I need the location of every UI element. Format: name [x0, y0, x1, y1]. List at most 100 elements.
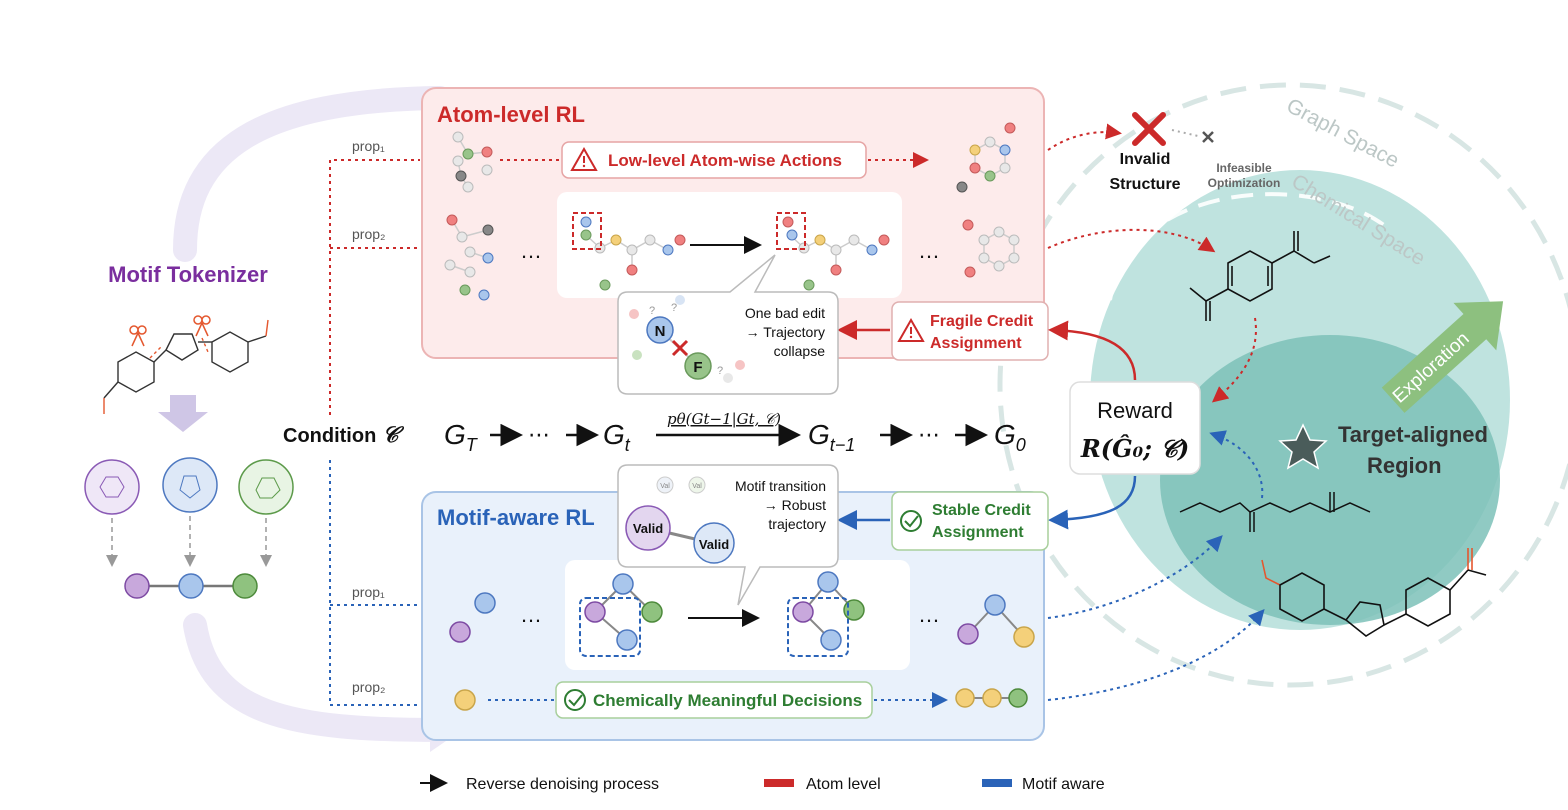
graph-space-label: Graph Space: [1283, 94, 1403, 172]
target-region-line2: Region: [1367, 453, 1442, 478]
chemical-to-reward-arrow: [1211, 317, 1257, 403]
reward-formula: R(Ĝ₀; 𝒞): [1080, 434, 1189, 463]
fragile-credit-box: [891, 301, 1049, 361]
svg-text:F: F: [693, 359, 702, 376]
valid-motif-node: [693, 522, 735, 564]
low-level-actions-label: Low-level Atom-wise Actions: [608, 151, 842, 170]
bubble-text-line2: → Robust: [764, 497, 826, 513]
motif-graph-after: [787, 571, 865, 657]
target-to-reward-arrow: [1209, 430, 1264, 499]
invalid-cross-icon: [1132, 112, 1166, 146]
target-aligned-region: [1160, 335, 1500, 625]
warning-icon: [570, 146, 598, 171]
denoising-process: GT Gt Gt−1 G0: [444, 419, 1026, 455]
atom-prop2-label: prop₂: [352, 226, 385, 242]
ellipsis: …: [520, 602, 542, 627]
reward-to-stable-arrow: [1048, 475, 1137, 530]
bubble-text-line3: trajectory: [768, 516, 826, 532]
atom-graph-after-edit: [776, 212, 890, 291]
motif-graph-before: [579, 573, 663, 657]
motif-prop1-label: prop₁: [352, 584, 385, 600]
tokenizer-input-molecule: [103, 319, 269, 414]
atom-graph-row1-end: [956, 122, 1016, 193]
stable-credit-box: [891, 491, 1049, 551]
low-level-actions-box: [561, 141, 867, 179]
tokenizer-flow-arrow-bottom: [183, 613, 452, 742]
g-zero: G0: [994, 419, 1026, 455]
atom-explanation-bubble: N F ? ? ? One bad edit → Trajectory coll…: [617, 254, 839, 395]
target-region-line1: Target-aligned: [1338, 422, 1488, 447]
atom-f-node: [684, 352, 712, 380]
svg-text:N: N: [655, 323, 666, 340]
tokenizer-flow-arrow-top: [173, 86, 452, 262]
motif-node-start: [454, 689, 476, 711]
reward-box: [1069, 381, 1201, 475]
bubble-text-line2: → Trajectory: [746, 324, 825, 340]
tokenizer-title: Motif Tokenizer: [108, 262, 268, 287]
valid-motif-node: [625, 505, 671, 551]
to-invalid-arrow: [1047, 123, 1122, 151]
meaningful-decisions-label: Chemically Meaningful Decisions: [593, 691, 862, 710]
transition-probability: pθ(Gt−1|Gt, 𝒞): [667, 410, 781, 428]
tokenizer-down-arrow: [158, 395, 208, 432]
denoising-dots-left: ⋯: [528, 422, 550, 447]
atom-graph-before-edit: [572, 212, 686, 291]
molecule-structure-bottom: [1261, 548, 1487, 637]
motif-to-target-arrow-1: [1047, 535, 1223, 619]
fragile-credit-line1: Fragile Credit: [930, 313, 1034, 330]
motif-rl-title: Motif-aware RL: [437, 505, 595, 530]
g-t-final: GT: [444, 419, 479, 455]
stable-credit-line2: Assignment: [932, 524, 1024, 541]
ellipsis: …: [918, 238, 940, 263]
svg-text:Val: Val: [692, 483, 702, 490]
invalid-structure-line2: Structure: [1109, 176, 1180, 193]
atom-n-node: [646, 316, 674, 344]
svg-text:Valid: Valid: [633, 521, 663, 536]
motif-prop2-label: prop₂: [352, 679, 385, 695]
target-star-icon: [1278, 423, 1328, 470]
meaningful-decisions-box: [555, 681, 873, 719]
scissors-icon: [129, 315, 211, 347]
svg-text:Val: Val: [660, 483, 670, 490]
motif-prop-lines: [329, 460, 420, 706]
fragile-credit-line2: Assignment: [930, 335, 1022, 352]
svg-text:?: ?: [717, 365, 723, 377]
bubble-text-line3: collapse: [774, 343, 826, 359]
legend-reverse-label: Reverse denoising process: [466, 776, 659, 793]
ellipsis: …: [520, 238, 542, 263]
legend-motif-label: Motif aware: [1022, 776, 1105, 793]
check-circle-icon: [900, 510, 922, 532]
ellipsis: …: [918, 602, 940, 627]
motif-aware-rl-panel: Motif-aware RL … …: [421, 491, 1049, 741]
motif-graph: [124, 573, 258, 599]
bubble-text-line1: Motif transition: [735, 478, 826, 494]
atom-rl-title: Atom-level RL: [437, 102, 585, 127]
g-t-minus-1: Gt−1: [808, 419, 855, 455]
invalid-structure-line1: Invalid: [1120, 151, 1171, 168]
molecule-structure-top: [1189, 231, 1331, 321]
denoising-dots-right: ⋯: [918, 422, 940, 447]
legend-atom-swatch: [764, 779, 794, 787]
infeasible-line2: Optimization: [1208, 176, 1281, 190]
legend-atom-label: Atom level: [806, 776, 881, 793]
motif-explanation-bubble: Valid Valid Val Val Motif transition → R…: [617, 464, 839, 606]
legend: Reverse denoising process Atom level Mot…: [420, 774, 1105, 793]
reward-title: Reward: [1097, 398, 1173, 423]
atom-prop-lines: [329, 159, 420, 415]
infeasible-line1: Infeasible: [1216, 161, 1272, 175]
check-circle-icon: [564, 689, 586, 711]
molecule-structure-middle: [1179, 492, 1371, 532]
stable-credit-line1: Stable Credit: [932, 502, 1031, 519]
reward-to-fragile-arrow: [1048, 320, 1137, 381]
legend-motif-swatch: [982, 779, 1012, 787]
motif-chain-end: [955, 688, 1028, 708]
motif-graph-row1-start: [449, 592, 496, 643]
svg-text:Valid: Valid: [699, 537, 729, 552]
atom-graph-row1-start: [452, 131, 493, 193]
infeasible-cross-icon: [1202, 131, 1214, 143]
motif-to-target-arrow-2: [1047, 608, 1265, 701]
atom-graph-row2-end: [962, 219, 1020, 278]
atom-prop1-label: prop₁: [352, 138, 385, 154]
